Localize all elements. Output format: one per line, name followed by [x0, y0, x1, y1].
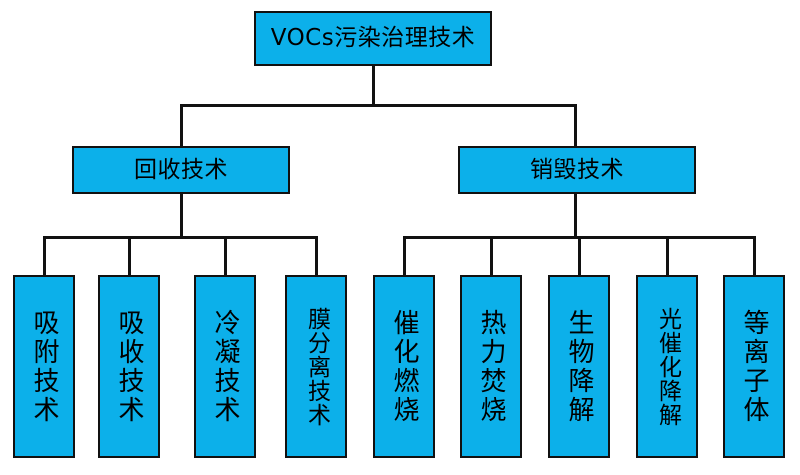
node-branch-destruction[interactable]: 销毁技术	[458, 146, 696, 194]
connector-drop-destruction	[574, 104, 577, 148]
connector-drop-recovery	[180, 104, 183, 148]
connector-drop-leaf-6	[490, 236, 493, 276]
node-root[interactable]: VOCs污染治理技术	[254, 11, 492, 66]
node-leaf-biodegradation-label: 生物降解	[564, 308, 594, 425]
connector-drop-leaf-2	[128, 236, 131, 276]
connector-destruction-stem	[574, 194, 577, 238]
node-leaf-membrane-separation-label: 膜分离技术	[303, 306, 330, 427]
connector-drop-leaf-9	[753, 236, 756, 276]
node-leaf-photocatalytic-degradation-label: 光催化降解	[654, 306, 681, 427]
node-leaf-thermal-incineration-label: 热力焚烧	[476, 308, 506, 425]
node-leaf-absorption-label: 吸收技术	[114, 308, 144, 425]
node-branch-recovery[interactable]: 回收技术	[72, 146, 290, 194]
connector-recovery-bus	[43, 236, 318, 239]
node-leaf-catalytic-combustion-label: 催化燃烧	[389, 308, 419, 425]
node-leaf-absorption[interactable]: 吸收技术	[98, 275, 160, 458]
node-leaf-plasma-label: 等离子体	[739, 308, 769, 425]
connector-recovery-stem	[180, 194, 183, 238]
node-leaf-condensation-label: 冷凝技术	[210, 308, 240, 425]
node-leaf-photocatalytic-degradation[interactable]: 光催化降解	[636, 275, 698, 458]
node-leaf-condensation[interactable]: 冷凝技术	[194, 275, 256, 458]
node-leaf-adsorption[interactable]: 吸附技术	[13, 275, 75, 458]
node-branch-recovery-label: 回收技术	[134, 156, 228, 183]
connector-drop-leaf-1	[43, 236, 46, 276]
connector-drop-leaf-3	[224, 236, 227, 276]
connector-drop-leaf-4	[315, 236, 318, 276]
node-leaf-catalytic-combustion[interactable]: 催化燃烧	[373, 275, 435, 458]
connector-level2-bus	[180, 104, 576, 107]
node-branch-destruction-label: 销毁技术	[530, 156, 624, 183]
connector-drop-leaf-7	[578, 236, 581, 276]
node-leaf-membrane-separation[interactable]: 膜分离技术	[285, 275, 347, 458]
connector-drop-leaf-8	[666, 236, 669, 276]
node-leaf-plasma[interactable]: 等离子体	[723, 275, 785, 458]
node-leaf-biodegradation[interactable]: 生物降解	[548, 275, 610, 458]
connector-drop-leaf-5	[403, 236, 406, 276]
node-root-label: VOCs污染治理技术	[270, 25, 476, 52]
node-leaf-thermal-incineration[interactable]: 热力焚烧	[460, 275, 522, 458]
node-leaf-adsorption-label: 吸附技术	[29, 308, 59, 425]
connector-root-stem	[372, 66, 375, 106]
